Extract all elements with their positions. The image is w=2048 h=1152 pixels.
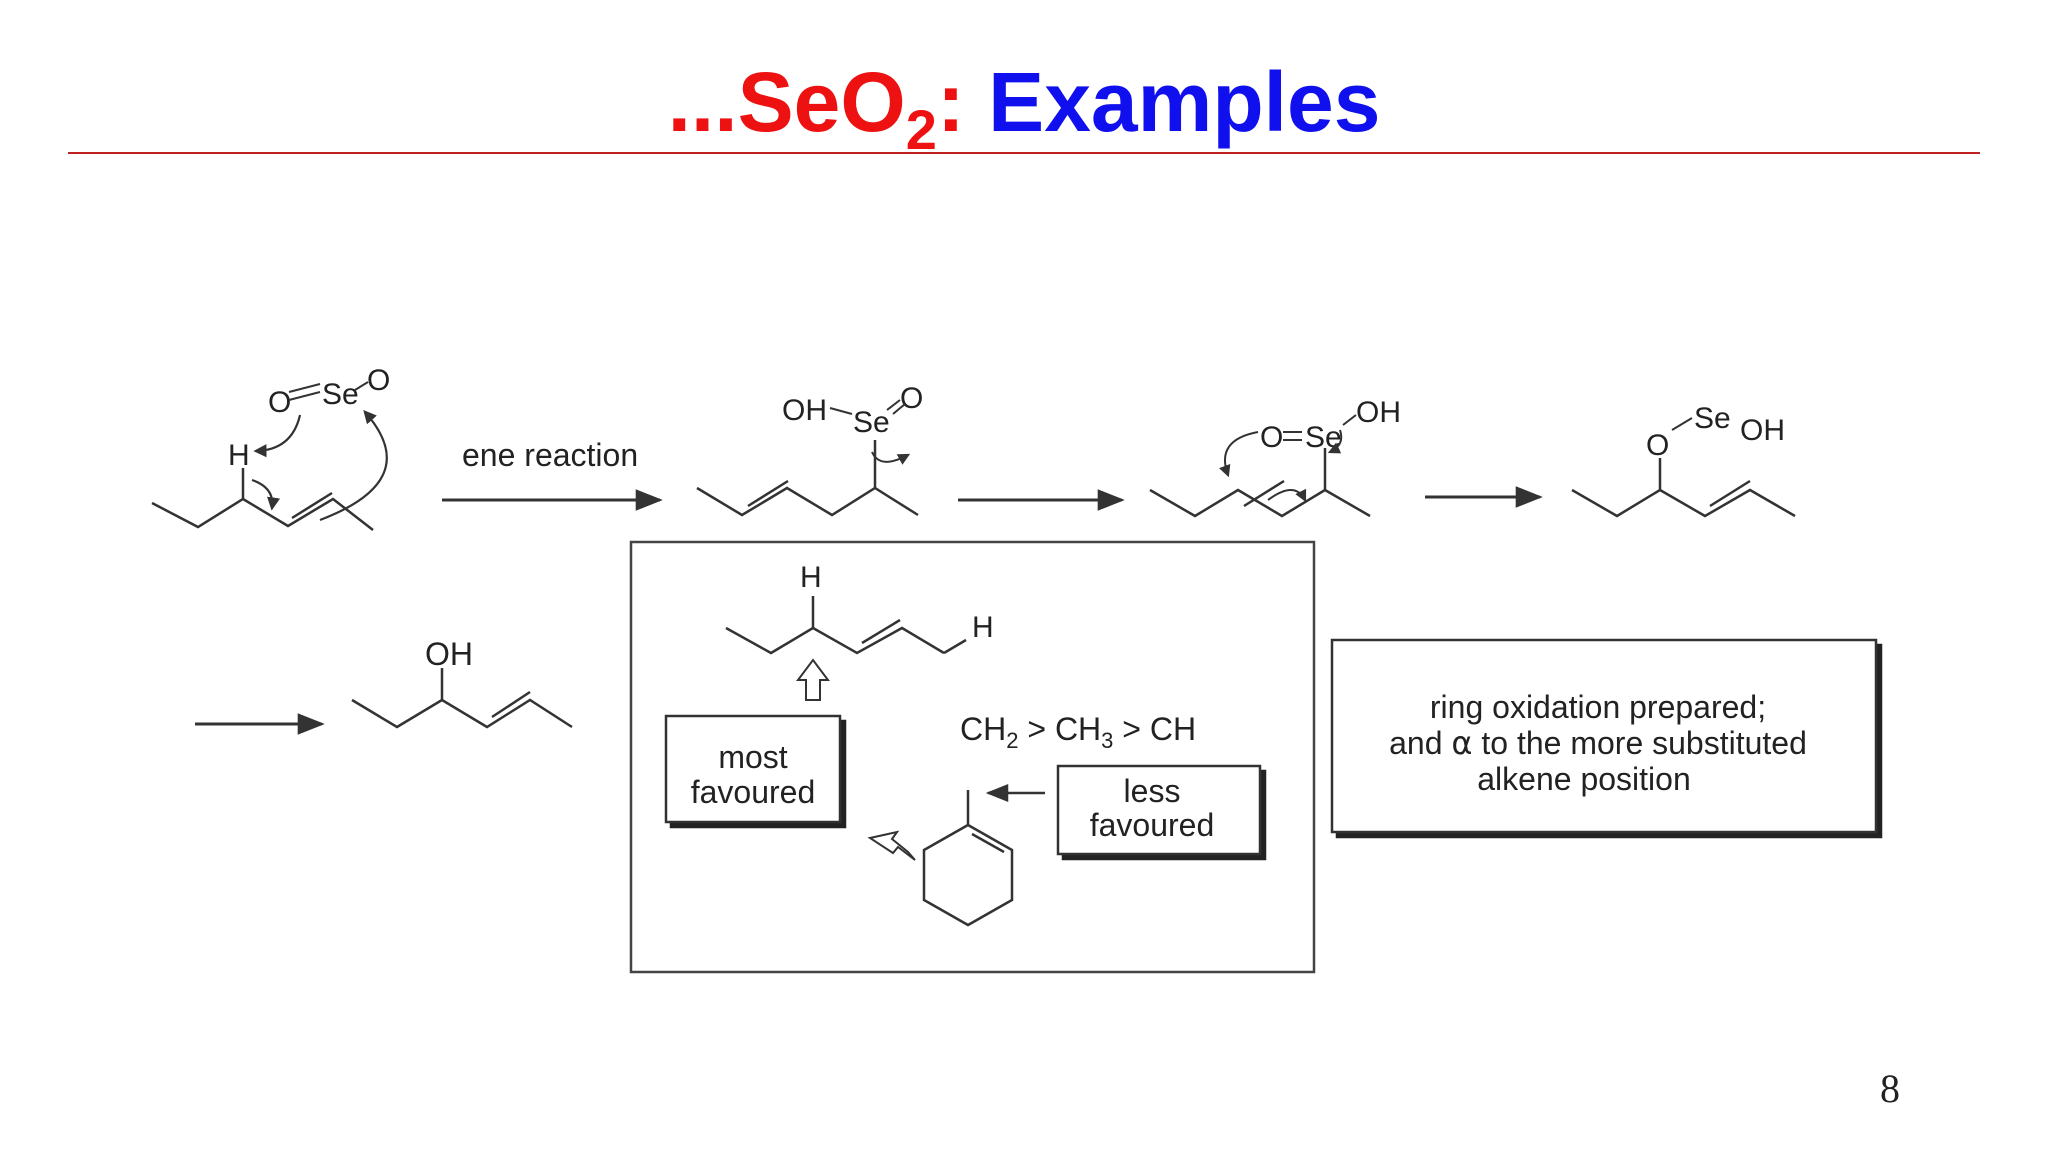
seo2-oxygen-left: O (268, 386, 291, 419)
methylcyclohexene (922, 790, 1014, 927)
note-line2: and α to the more substituted (1389, 724, 1807, 762)
selectivity-h-top: H (800, 561, 822, 594)
seo2-selenium: Se (322, 378, 359, 411)
most-favoured-line1: most (718, 739, 787, 775)
allylic-alcohol-product (351, 668, 573, 729)
product-oh: OH (425, 636, 473, 672)
allylic-hydrogen: H (228, 439, 250, 472)
mechanism-arrows-1 (251, 410, 388, 522)
selectivity-h-right: H (972, 611, 994, 644)
int2-oh: OH (1356, 396, 1401, 429)
note-line1: ring oxidation prepared; (1430, 689, 1766, 725)
note-line3: alkene position (1477, 761, 1690, 797)
page-number: 8 (1880, 1066, 1900, 1111)
less-favoured-line1: less (1124, 773, 1181, 809)
ene-reaction-label: ene reaction (462, 437, 638, 473)
title-prefix: ...SeO (667, 55, 906, 149)
int3-se: Se (1694, 402, 1731, 435)
title-main: Examples (988, 55, 1381, 149)
int1-se: Se (853, 406, 890, 439)
slide-title: ...SeO2: Examples (0, 52, 2048, 158)
selectivity-box (629, 540, 1316, 974)
intermediate-1-selenium: OH Se O (782, 382, 923, 465)
int1-oh: OH (782, 394, 827, 427)
int3-oh: OH (1740, 414, 1785, 447)
title-subscript: 2 (905, 98, 937, 161)
seo2-oxygen-right: O (367, 364, 390, 397)
note-box (1330, 638, 1878, 834)
intermediate-2-selenium: O Se OH (1219, 396, 1401, 503)
intermediate-2-chain (1149, 448, 1371, 518)
reactivity-order: CH2 > CH3 > CH (960, 711, 1196, 753)
diagonal-arrow-icon (867, 830, 916, 861)
less-favoured-line2: favoured (1090, 807, 1215, 843)
title-colon: : (936, 55, 965, 149)
intermediate-3-selenium: O Se OH (1646, 402, 1785, 462)
most-favoured-box (664, 714, 842, 824)
less-favoured-box (1056, 764, 1262, 856)
title-divider (68, 152, 1980, 154)
int2-o: O (1260, 421, 1283, 454)
int1-o: O (900, 382, 923, 415)
int3-o: O (1646, 429, 1669, 462)
most-favoured-line2: favoured (691, 774, 816, 810)
starting-alkene (151, 468, 374, 531)
up-arrow-icon (796, 658, 830, 701)
selectivity-alkene (725, 596, 967, 655)
intermediate-3-chain (1571, 458, 1796, 518)
selenium-dioxide: O Se O H (228, 364, 390, 472)
intermediate-1-chain (696, 440, 919, 517)
